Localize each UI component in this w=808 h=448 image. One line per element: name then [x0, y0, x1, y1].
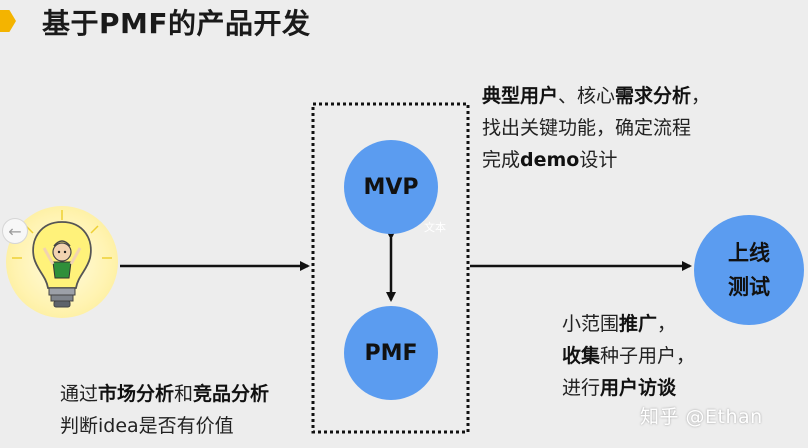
rich-text-segment: 判断idea是否有价值 [60, 415, 234, 437]
title-bar: 基于PMF的产品开发 [0, 0, 808, 40]
rich-text-segment: 用户访谈 [600, 377, 677, 399]
note-bottom-left: 通过市场分析和竞品分析 判断idea是否有价值 [60, 378, 269, 442]
note-top-right-line2: 找出关键功能，确定流程 [482, 112, 710, 144]
note-top-right-line1: 典型用户、核心需求分析， [482, 80, 710, 112]
node-pmf: PMF [344, 306, 438, 400]
page-title: 基于PMF的产品开发 [42, 7, 311, 40]
rich-text-segment: 找出关键功能，确定流程 [482, 117, 692, 139]
rich-text-segment: 、核心 [558, 85, 616, 107]
note-bottom-left-line2: 判断idea是否有价值 [60, 410, 269, 442]
rich-text-segment: ， [657, 313, 677, 335]
watermark: 知乎 @Ethan [640, 406, 763, 428]
rich-text-segment: 推广 [619, 313, 658, 335]
node-mvp: MVP [344, 140, 438, 234]
node-online-test-line1: 上线 [728, 241, 770, 265]
rich-text-segment: demo [520, 149, 580, 171]
node-online-test: 上线 测试 [694, 215, 804, 325]
rich-text-segment: 收集 [562, 345, 601, 367]
rich-text-segment: 小范围 [562, 313, 620, 335]
rich-text-segment: 完成 [482, 149, 521, 171]
arrow-left-icon: ← [8, 221, 22, 241]
note-bottom-right-line1: 小范围推广， [562, 308, 695, 340]
placeholder-text: 文本 [424, 221, 446, 234]
node-mvp-label: MVP [363, 174, 419, 200]
mvp-pmf-group-frame [311, 102, 470, 434]
rich-text-segment: 市场分析 [98, 383, 175, 405]
back-button[interactable]: ← [2, 218, 28, 244]
rich-text-segment: 竞品分析 [193, 383, 270, 405]
node-pmf-label: PMF [364, 340, 418, 366]
rich-text-segment: ， [691, 85, 711, 107]
rich-text-segment: 典型用户 [482, 85, 559, 107]
note-bottom-right-line2: 收集种子用户， [562, 340, 695, 372]
rich-text-segment: 需求分析 [615, 85, 692, 107]
note-bottom-right: 小范围推广， 收集种子用户， 进行用户访谈 [562, 308, 695, 404]
rich-text-segment: 种子用户， [600, 345, 696, 367]
note-top-right-line3: 完成demo设计 [482, 144, 710, 176]
note-top-right: 典型用户、核心需求分析， 找出关键功能，确定流程 完成demo设计 [482, 80, 710, 176]
title-marker-icon [0, 10, 16, 32]
node-online-test-label: 上线 测试 [728, 236, 770, 304]
rich-text-segment: 通过 [60, 383, 99, 405]
rich-text-segment: 和 [174, 383, 194, 405]
rich-text-segment: 进行 [562, 377, 601, 399]
rich-text-segment: 设计 [579, 149, 618, 171]
note-bottom-right-line3: 进行用户访谈 [562, 372, 695, 404]
note-bottom-left-line1: 通过市场分析和竞品分析 [60, 378, 269, 410]
node-online-test-line2: 测试 [728, 275, 770, 299]
